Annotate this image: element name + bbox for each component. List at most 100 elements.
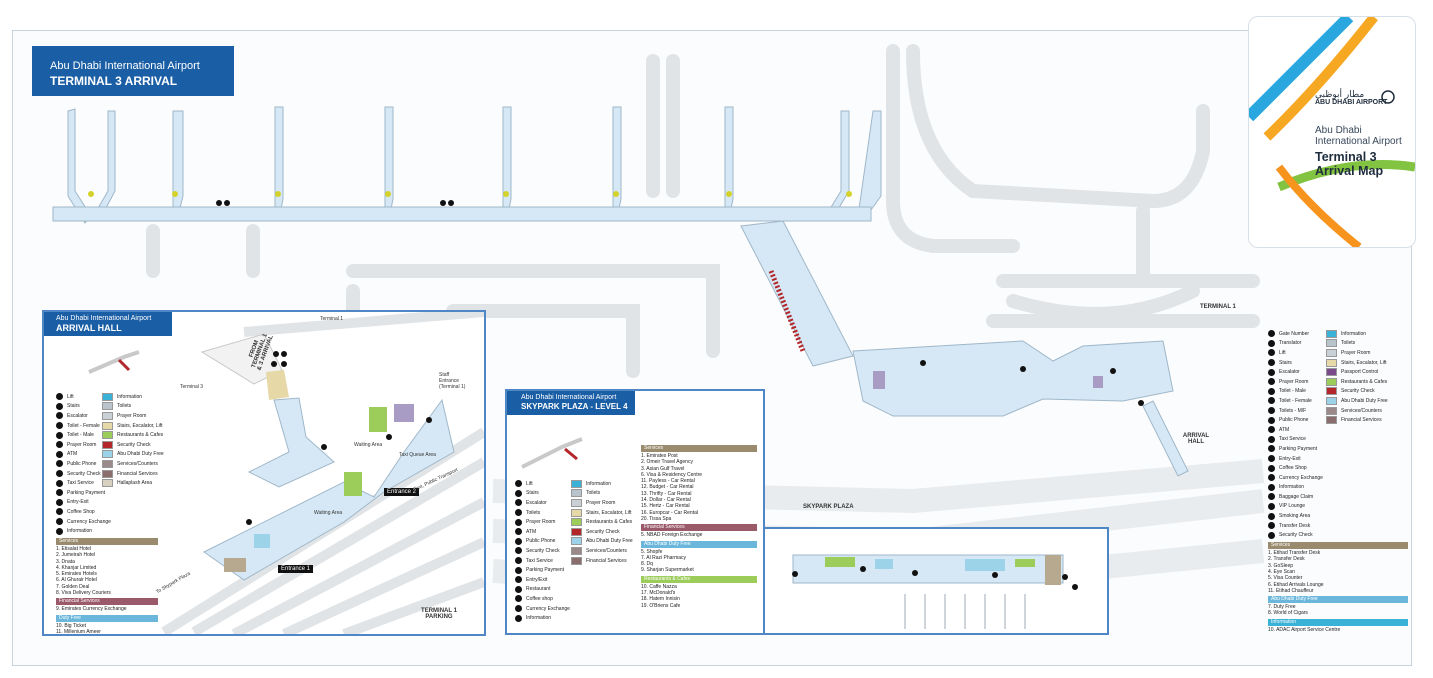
main-legend-label: Services/Counters bbox=[1341, 407, 1382, 414]
main-legend-label: Information bbox=[1341, 330, 1367, 337]
arrival-hall-section-item: 3. Dnata bbox=[56, 558, 75, 565]
skypark-legend-label: Toilets bbox=[586, 490, 601, 497]
arrival-hall-legend-label: Restaurants & Cafes bbox=[117, 432, 164, 439]
arrival-hall-icon-row: Stairs bbox=[56, 402, 102, 412]
main-legend-label: Restaurants & Cafes bbox=[1341, 378, 1388, 385]
main-color-row: Toilets bbox=[1326, 339, 1406, 349]
main-icon-row: Stairs bbox=[1268, 358, 1326, 368]
main-section-item: 4. Eye Scan bbox=[1268, 568, 1295, 575]
main-icon-row: Coffee Shop bbox=[1268, 463, 1326, 473]
arrival-hall-legend-swatch bbox=[102, 440, 113, 449]
main-legend-icon bbox=[1268, 474, 1275, 482]
main-legend-swatch bbox=[1326, 368, 1337, 377]
skypark-legend-swatch bbox=[571, 508, 582, 517]
main-color-row: Information bbox=[1326, 329, 1406, 339]
skypark-panel: Abu Dhabi International Airport SKYPARK … bbox=[505, 389, 765, 635]
arrival-hall-legend-swatch bbox=[102, 479, 113, 488]
arrival-hall-icon-row: Security Check bbox=[56, 469, 102, 479]
skypark-legend-swatch bbox=[571, 556, 582, 565]
skypark-icon-row: Entry/Exit bbox=[515, 575, 571, 585]
main-icon-row: Toilets - M/F bbox=[1268, 406, 1326, 416]
skypark-icon-row: Lift bbox=[515, 479, 571, 489]
main-section-item: 8. World of Cigars bbox=[1268, 610, 1308, 617]
arrival-hall-legend-icon bbox=[56, 422, 63, 430]
arrival-hall-legend-label: Coffee Shop bbox=[67, 508, 95, 515]
main-section-item: 11. Etihad Chauffeur bbox=[1268, 587, 1314, 594]
main-legend-label: Coffee Shop bbox=[1279, 465, 1307, 472]
main-legend-label: Gate Number bbox=[1279, 330, 1310, 337]
arrival-hall-legend-icon bbox=[56, 479, 63, 487]
arrival-hall-section-list: 9. Emirates Currency Exchange bbox=[56, 606, 158, 612]
arrival-hall-legend-swatch bbox=[102, 421, 113, 430]
arrival-hall-color-row: Services/Counters bbox=[102, 459, 172, 469]
skypark-icon-row: Taxi Service bbox=[515, 556, 571, 566]
arrival-hall-legend-swatch bbox=[102, 431, 113, 440]
skypark-section-bar: Abu Dhabi Duty Free bbox=[641, 540, 757, 548]
skypark-legend-icon bbox=[515, 480, 522, 488]
arrival-hall-color-row: Restaurants & Cafes bbox=[102, 430, 172, 440]
main-legend-label: VIP Lounge bbox=[1279, 503, 1306, 510]
arrival-hall-section-item: 6. Al Ghurair Hotel bbox=[56, 577, 97, 584]
staff-entrance-label: Staff Entrance (Terminal 1) bbox=[439, 372, 466, 390]
main-legend-swatch bbox=[1326, 348, 1337, 357]
skypark-walkway bbox=[1142, 400, 1189, 477]
arrival-hall-legend-icon bbox=[56, 470, 63, 478]
main-color-row: Passport Control bbox=[1326, 367, 1406, 377]
arrival-hall-icon-row: Public Phone bbox=[56, 459, 102, 469]
skypark-section-item: 9. Sharjan Supermarket bbox=[641, 567, 694, 574]
main-legend-label: Entry-Exit bbox=[1279, 455, 1301, 462]
arrival-hall-legend-label: Hallaplash Area bbox=[117, 480, 153, 487]
arrival-hall-title: ARRIVAL HALL bbox=[56, 323, 122, 333]
skypark-section-item: 19. O'Briens Cafe bbox=[641, 602, 681, 609]
main-section-item: 3. GoSleep bbox=[1268, 562, 1294, 569]
arrival-hall-color-row: Abu Dhabi Duty Free bbox=[102, 450, 172, 460]
arrival-corridor bbox=[740, 220, 854, 367]
facility-icons bbox=[216, 200, 1144, 406]
main-color-row: Stairs, Escalator, Lift bbox=[1326, 358, 1406, 368]
arrival-hall-minimap bbox=[88, 350, 140, 374]
main-section-item: 5. Visa Counter bbox=[1268, 575, 1303, 582]
entrance-2-badge: Entrance 2 bbox=[384, 488, 420, 496]
main-legend-label: Escalator bbox=[1279, 369, 1300, 376]
skypark-header: Abu Dhabi International Airport SKYPARK … bbox=[507, 391, 635, 415]
skypark-legend-icon bbox=[515, 489, 522, 497]
arrival-hall-section-item: 1. Etisalat Hotel bbox=[56, 545, 92, 552]
arrival-hall-section-bar: Financial Services bbox=[56, 598, 158, 606]
main-concourse bbox=[52, 206, 872, 222]
main-icon-row: Parking Payment bbox=[1268, 444, 1326, 454]
terminal1-label: TERMINAL 1 bbox=[1200, 304, 1236, 310]
arrival-hall-legend-label: Abu Dhabi Duty Free bbox=[117, 451, 164, 458]
passport-control-area-2 bbox=[1093, 376, 1103, 388]
main-legend-label: Stairs, Escalator, Lift bbox=[1341, 359, 1387, 366]
arrival-hall-legend-label: Prayer Room bbox=[117, 412, 147, 419]
main-icon-row: Translator bbox=[1268, 339, 1326, 349]
main-legend-swatch bbox=[1326, 339, 1337, 348]
arrival-hall-icon-row: Information bbox=[56, 526, 102, 536]
skypark-legend-label: Entry/Exit bbox=[526, 576, 548, 583]
main-legend-icon bbox=[1268, 426, 1275, 434]
skypark-legend-label: Currency Exchange bbox=[526, 605, 570, 612]
arrival-hall-legend-icon bbox=[56, 431, 63, 439]
skypark-legend-swatch bbox=[571, 489, 582, 498]
skypark-section-item: 8. Dq bbox=[641, 561, 653, 568]
main-legend-icon bbox=[1268, 455, 1275, 463]
terminal3-header: Abu Dhabi International Airport TERMINAL… bbox=[32, 46, 234, 96]
arrival-hall-icon-row: ATM bbox=[56, 450, 102, 460]
main-legend-icon bbox=[1268, 522, 1275, 530]
entrance-1-badge: Entrance 1 bbox=[278, 565, 314, 573]
arrival-hall-legend-label: Security Check bbox=[117, 441, 151, 448]
main-legend-swatch bbox=[1326, 329, 1337, 338]
skypark-icon-row: Coffee shop bbox=[515, 594, 571, 604]
main-legend-icon bbox=[1268, 416, 1275, 424]
arrival-hall-section-item: 5. Emirates Hotels bbox=[56, 571, 97, 578]
arrival-hall-legend-label: Financial Services bbox=[117, 470, 158, 477]
main-legend-label: Baggage Claim bbox=[1279, 493, 1314, 500]
main-icon-row: Security Check bbox=[1268, 530, 1326, 540]
skypark-legend-icon bbox=[515, 547, 522, 555]
arrival-hall-color-row: Information bbox=[102, 392, 172, 402]
gate-markers bbox=[88, 191, 852, 197]
main-legend-label: Toilets bbox=[1341, 340, 1356, 347]
